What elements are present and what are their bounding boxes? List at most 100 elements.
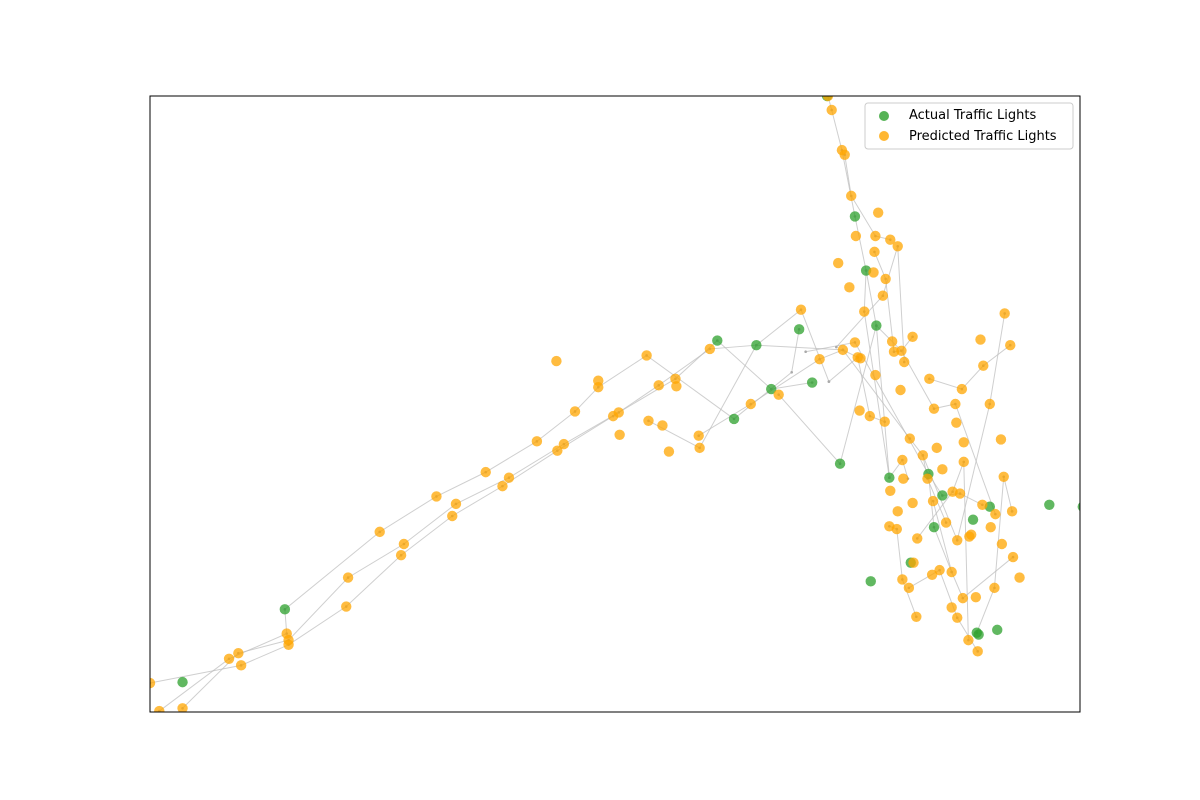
predicted-traffic-light-point: [985, 522, 996, 533]
road-node: [827, 380, 831, 383]
road-node: [790, 370, 793, 374]
legend-actual-label: Actual Traffic Lights: [909, 108, 1036, 123]
predicted-traffic-light-point: [850, 230, 862, 242]
legend-actual-marker: [879, 111, 889, 121]
predicted-traffic-light-point: [826, 104, 837, 116]
predicted-traffic-light-point: [431, 491, 442, 502]
predicted-traffic-light-point: [951, 417, 962, 428]
predicted-traffic-light-point: [892, 241, 903, 252]
predicted-traffic-light-point: [773, 389, 784, 400]
predicted-traffic-light-point: [503, 472, 515, 483]
predicted-traffic-light-point: [558, 438, 570, 450]
predicted-traffic-light-point: [837, 344, 849, 356]
actual-traffic-light-point: [967, 514, 979, 525]
predicted-traffic-light-point: [995, 434, 1007, 445]
predicted-traffic-light-point: [398, 538, 410, 550]
actual-traffic-light-point: [806, 377, 818, 388]
actual-traffic-light-point: [728, 413, 740, 425]
predicted-traffic-light-point: [849, 337, 861, 348]
predicted-traffic-light-point: [897, 574, 908, 585]
actual-traffic-light-point: [992, 624, 1003, 636]
predicted-traffic-light-point: [891, 523, 902, 535]
predicted-traffic-light-point: [958, 456, 969, 468]
predicted-traffic-light-point: [694, 442, 705, 454]
predicted-traffic-light-point: [839, 149, 850, 160]
predicted-traffic-light-point: [531, 436, 543, 447]
predicted-traffic-light-point: [990, 508, 1001, 520]
predicted-traffic-light-point: [904, 433, 916, 444]
predicted-traffic-light-point: [928, 403, 940, 414]
predicted-traffic-light-point: [846, 190, 857, 202]
road-edge: [844, 154, 891, 241]
actual-traffic-light-point: [793, 324, 805, 335]
predicted-traffic-light-point: [946, 602, 957, 613]
predicted-traffic-light-point: [855, 353, 866, 364]
predicted-traffic-light-point: [869, 246, 880, 258]
predicted-traffic-light-point: [886, 336, 898, 347]
road-edge: [908, 569, 979, 652]
predicted-traffic-light-point: [880, 273, 891, 285]
predicted-traffic-light-point: [975, 334, 986, 345]
actual-traffic-light-point: [928, 522, 940, 533]
predicted-traffic-light-point: [450, 498, 462, 510]
predicted-traffic-light-point: [613, 407, 624, 418]
predicted-traffic-light-point: [281, 628, 292, 639]
predicted-traffic-light-point: [877, 290, 889, 301]
predicted-traffic-light-point: [934, 564, 945, 576]
plot-frame: [149, 95, 1081, 713]
road-node: [835, 345, 838, 349]
legend-predicted-label: Predicted Traffic Lights: [909, 129, 1057, 144]
predicted-traffic-light-point: [946, 566, 957, 578]
predicted-traffic-light-point: [704, 343, 716, 355]
predicted-traffic-light-point: [977, 499, 988, 510]
road-edge: [648, 344, 843, 449]
predicted-traffic-light-point: [235, 660, 247, 671]
predicted-traffic-light-point: [903, 582, 915, 594]
predicted-traffic-light-point: [956, 383, 968, 395]
predicted-traffic-light-point: [641, 350, 652, 361]
predicted-traffic-light-point: [552, 445, 563, 456]
predicted-traffic-light-point: [671, 381, 682, 392]
predicted-traffic-light-point: [870, 369, 881, 381]
predicted-traffic-light-point: [814, 354, 825, 365]
predicted-traffic-light-point: [480, 466, 491, 478]
actual-traffic-light-point: [871, 320, 882, 331]
predicted-traffic-light-point: [899, 356, 910, 368]
predicted-traffic-light-point: [978, 360, 989, 371]
predicted-traffic-light-point: [868, 267, 879, 278]
predicted-traffic-light-point: [908, 557, 919, 568]
predicted-points-layer: [150, 96, 1025, 712]
predicted-traffic-light-point: [989, 582, 1000, 594]
predicted-traffic-light-point: [972, 646, 983, 657]
predicted-traffic-light-point: [888, 346, 900, 357]
predicted-traffic-light-point: [872, 207, 884, 218]
actual-traffic-light-point: [1077, 502, 1080, 512]
predicted-traffic-light-point: [892, 506, 903, 517]
predicted-traffic-light-point: [854, 405, 865, 416]
predicted-traffic-light-point: [917, 450, 929, 461]
road-edge: [835, 246, 905, 363]
predicted-traffic-light-point: [885, 234, 896, 245]
predicted-traffic-light-point: [937, 464, 948, 475]
predicted-traffic-light-point: [177, 703, 188, 712]
predicted-traffic-light-point: [940, 517, 952, 528]
road-edge: [150, 308, 830, 684]
predicted-traffic-light-point: [233, 648, 244, 659]
predicted-traffic-light-point: [965, 529, 977, 540]
predicted-traffic-light-point: [795, 304, 807, 315]
predicted-traffic-light-point: [924, 373, 935, 384]
legend-predicted-marker: [879, 131, 889, 141]
predicted-traffic-light-point: [907, 497, 918, 509]
actual-traffic-light-point: [1044, 499, 1055, 510]
actual-traffic-light-point: [849, 211, 861, 222]
predicted-traffic-light-point: [970, 592, 982, 603]
predicted-traffic-light-point: [663, 446, 675, 457]
road-edge: [976, 476, 1013, 633]
actual-traffic-light-point: [279, 604, 291, 615]
predicted-traffic-light-point: [911, 611, 922, 622]
predicted-traffic-light-point: [984, 398, 995, 410]
actual-traffic-light-point: [177, 676, 188, 688]
predicted-traffic-light-point: [745, 398, 756, 410]
predicted-traffic-light-point: [593, 375, 604, 386]
